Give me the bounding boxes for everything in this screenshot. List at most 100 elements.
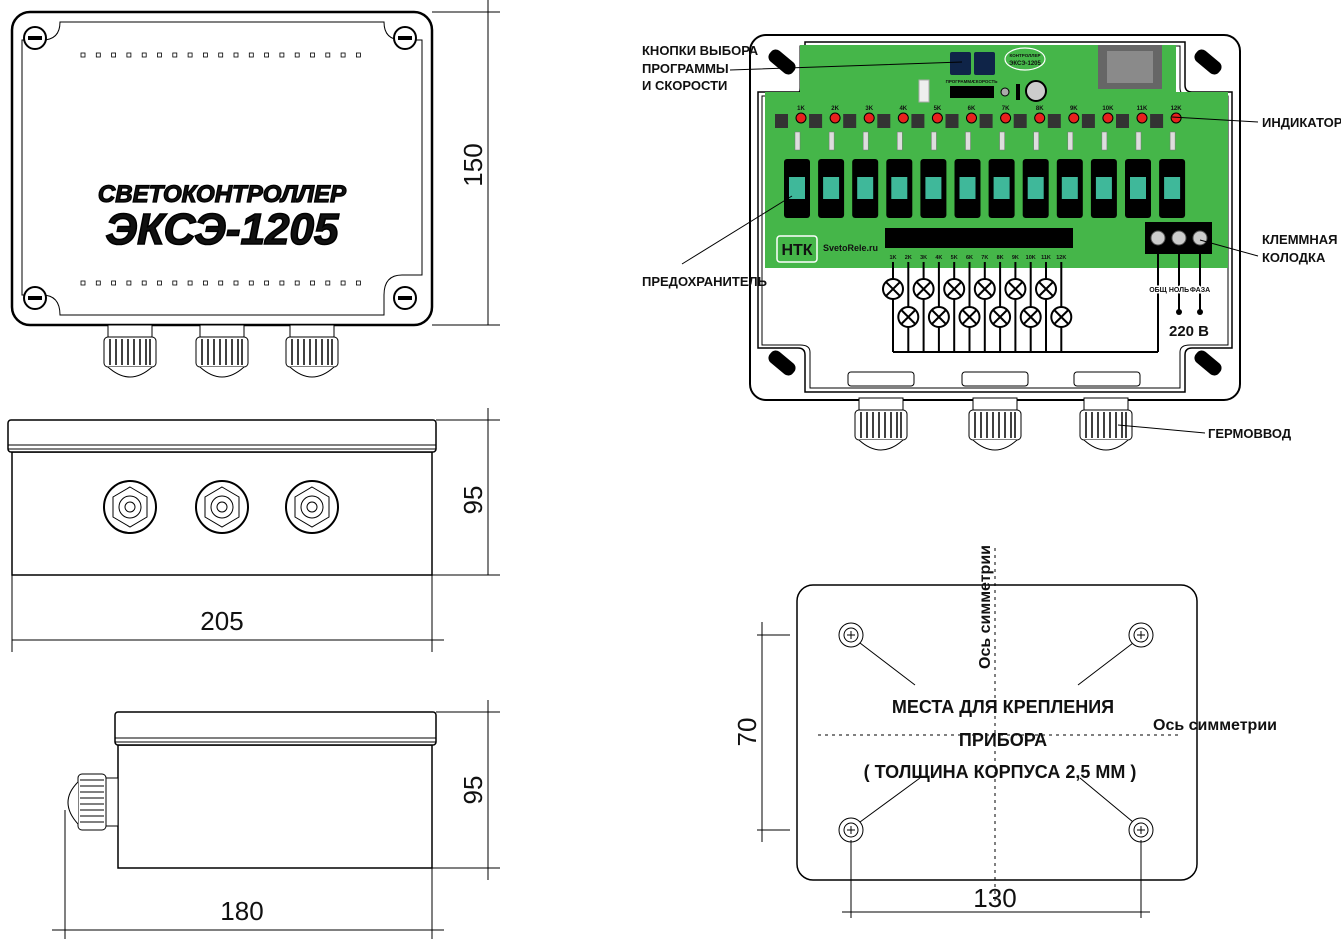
speed-button-label: СКОРОСТЬ <box>972 79 998 84</box>
vent-dot <box>187 280 193 286</box>
led-label: 1K <box>797 106 805 112</box>
terminal-label: 10K <box>1026 255 1036 261</box>
cable-gland-icon <box>285 324 339 378</box>
vent-dot <box>355 52 361 58</box>
terminal-label: 4K <box>935 255 942 261</box>
fuse-window <box>1061 177 1078 199</box>
logo-ntk: НТК <box>776 235 818 263</box>
lamp-icon <box>1004 278 1027 300</box>
speed-button[interactable] <box>974 52 995 75</box>
lamp-icon <box>958 306 981 328</box>
vent-dot <box>233 280 239 286</box>
callout-terminal: КЛЕММНАЯ <box>1262 232 1338 247</box>
program-button[interactable] <box>950 52 971 75</box>
led-label: 4K <box>899 106 907 112</box>
side-view: 95 180 <box>52 700 500 939</box>
lamp-icon <box>973 278 996 300</box>
terminal-label: 1K <box>889 255 896 261</box>
led-indicator-icon <box>1136 112 1148 124</box>
vent-dot <box>187 52 193 58</box>
led-indicator-icon <box>863 112 875 124</box>
fuse-window <box>891 177 908 199</box>
screw-icon <box>23 26 47 50</box>
terminal-label: ОБЩ <box>1149 287 1167 294</box>
led-indicator-icon <box>1000 112 1012 124</box>
dim-height-150: 150 <box>458 143 488 186</box>
led-label: 2K <box>831 106 839 112</box>
vent-dot <box>218 52 224 58</box>
fuse-window <box>993 177 1010 199</box>
model-badge: КОНТРОЛЛЕР ЭКСЭ-1205 <box>1004 47 1046 71</box>
led-indicator-icon <box>1034 112 1046 124</box>
led-indicator-icon <box>966 112 977 124</box>
output-terminal-block <box>885 228 1073 248</box>
resistor-icon <box>1135 131 1142 151</box>
vent-dot <box>141 52 147 58</box>
terminal-label: ФАЗА <box>1190 287 1210 294</box>
screw-icon <box>393 286 417 310</box>
vent-dot <box>264 280 270 286</box>
axis-label-vertical: Ось симметрии <box>977 545 994 669</box>
led-label: 3K <box>865 106 873 112</box>
buzzer <box>1025 80 1047 102</box>
led-indicator-icon <box>897 112 909 124</box>
resistor-icon <box>1101 131 1108 151</box>
terminal-label: 5K <box>951 255 958 261</box>
vent-dot <box>157 52 162 58</box>
dim-width-130: 130 <box>973 883 1016 913</box>
terminal-label: 3K <box>920 255 927 261</box>
ir-window <box>950 86 994 98</box>
led-label: 6K <box>968 106 976 112</box>
switch-block <box>1013 114 1027 128</box>
terminal-label: 12K <box>1056 255 1066 261</box>
fuse-window <box>925 177 942 199</box>
fuse-window <box>789 177 805 199</box>
led-label: 7K <box>1002 106 1010 112</box>
resistor-icon <box>999 131 1005 151</box>
vent-dot <box>202 280 208 286</box>
led-indicator-icon <box>795 112 807 124</box>
channel-4K: 4K 4K <box>877 106 950 352</box>
badge-line1: КОНТРОЛЛЕР <box>1010 53 1041 58</box>
callout-gland: ГЕРМОВВОД <box>1208 426 1292 441</box>
lamp-icon <box>912 278 935 300</box>
callout-fuse: ПРЕДОХРАНИТЕЛЬ <box>642 274 767 289</box>
led-label: 8K <box>1036 106 1044 112</box>
vent-dot <box>80 280 86 286</box>
vent-dot <box>355 280 361 286</box>
switch-block <box>911 114 925 128</box>
mounting-hole-icon <box>1128 622 1154 648</box>
led-indicator-icon <box>931 112 943 124</box>
switch-block <box>945 114 959 128</box>
mounting-note: МЕСТА ДЛЯ КРЕПЛЕНИЯ <box>892 697 1114 717</box>
led-label: 9K <box>1070 106 1078 112</box>
channel-1K: 1K 1K <box>775 106 904 352</box>
top-view: СВЕТОКОНТРОЛЛЕР ЭКСЭ-1205 150 <box>10 0 500 378</box>
vent-dot <box>111 52 116 58</box>
vent-dot <box>294 52 300 58</box>
vent-dot <box>310 52 315 58</box>
lamp-icon <box>1035 278 1057 300</box>
dim-width-180: 180 <box>220 896 263 926</box>
vent-dots <box>80 52 361 286</box>
led-label: 12K <box>1171 106 1183 112</box>
vent-dot <box>325 280 331 286</box>
switch-block <box>979 114 993 128</box>
terminal-label: 6K <box>966 255 973 261</box>
vent-dot <box>111 280 116 286</box>
vent-dot <box>202 52 208 58</box>
gland-front-icon <box>195 480 249 534</box>
switch-block <box>1081 114 1095 128</box>
dim-width-205: 205 <box>200 606 243 636</box>
screw-icon <box>23 286 47 310</box>
vent-dot <box>218 280 224 286</box>
fuse-window <box>1095 177 1112 199</box>
terminal-label: 7K <box>981 255 988 261</box>
switch-block <box>877 114 891 128</box>
led-indicator-icon <box>1170 112 1182 124</box>
mounting-hole-icon <box>838 817 864 843</box>
callout-indicators: ИНДИКАТОРЫ <box>1262 115 1341 130</box>
